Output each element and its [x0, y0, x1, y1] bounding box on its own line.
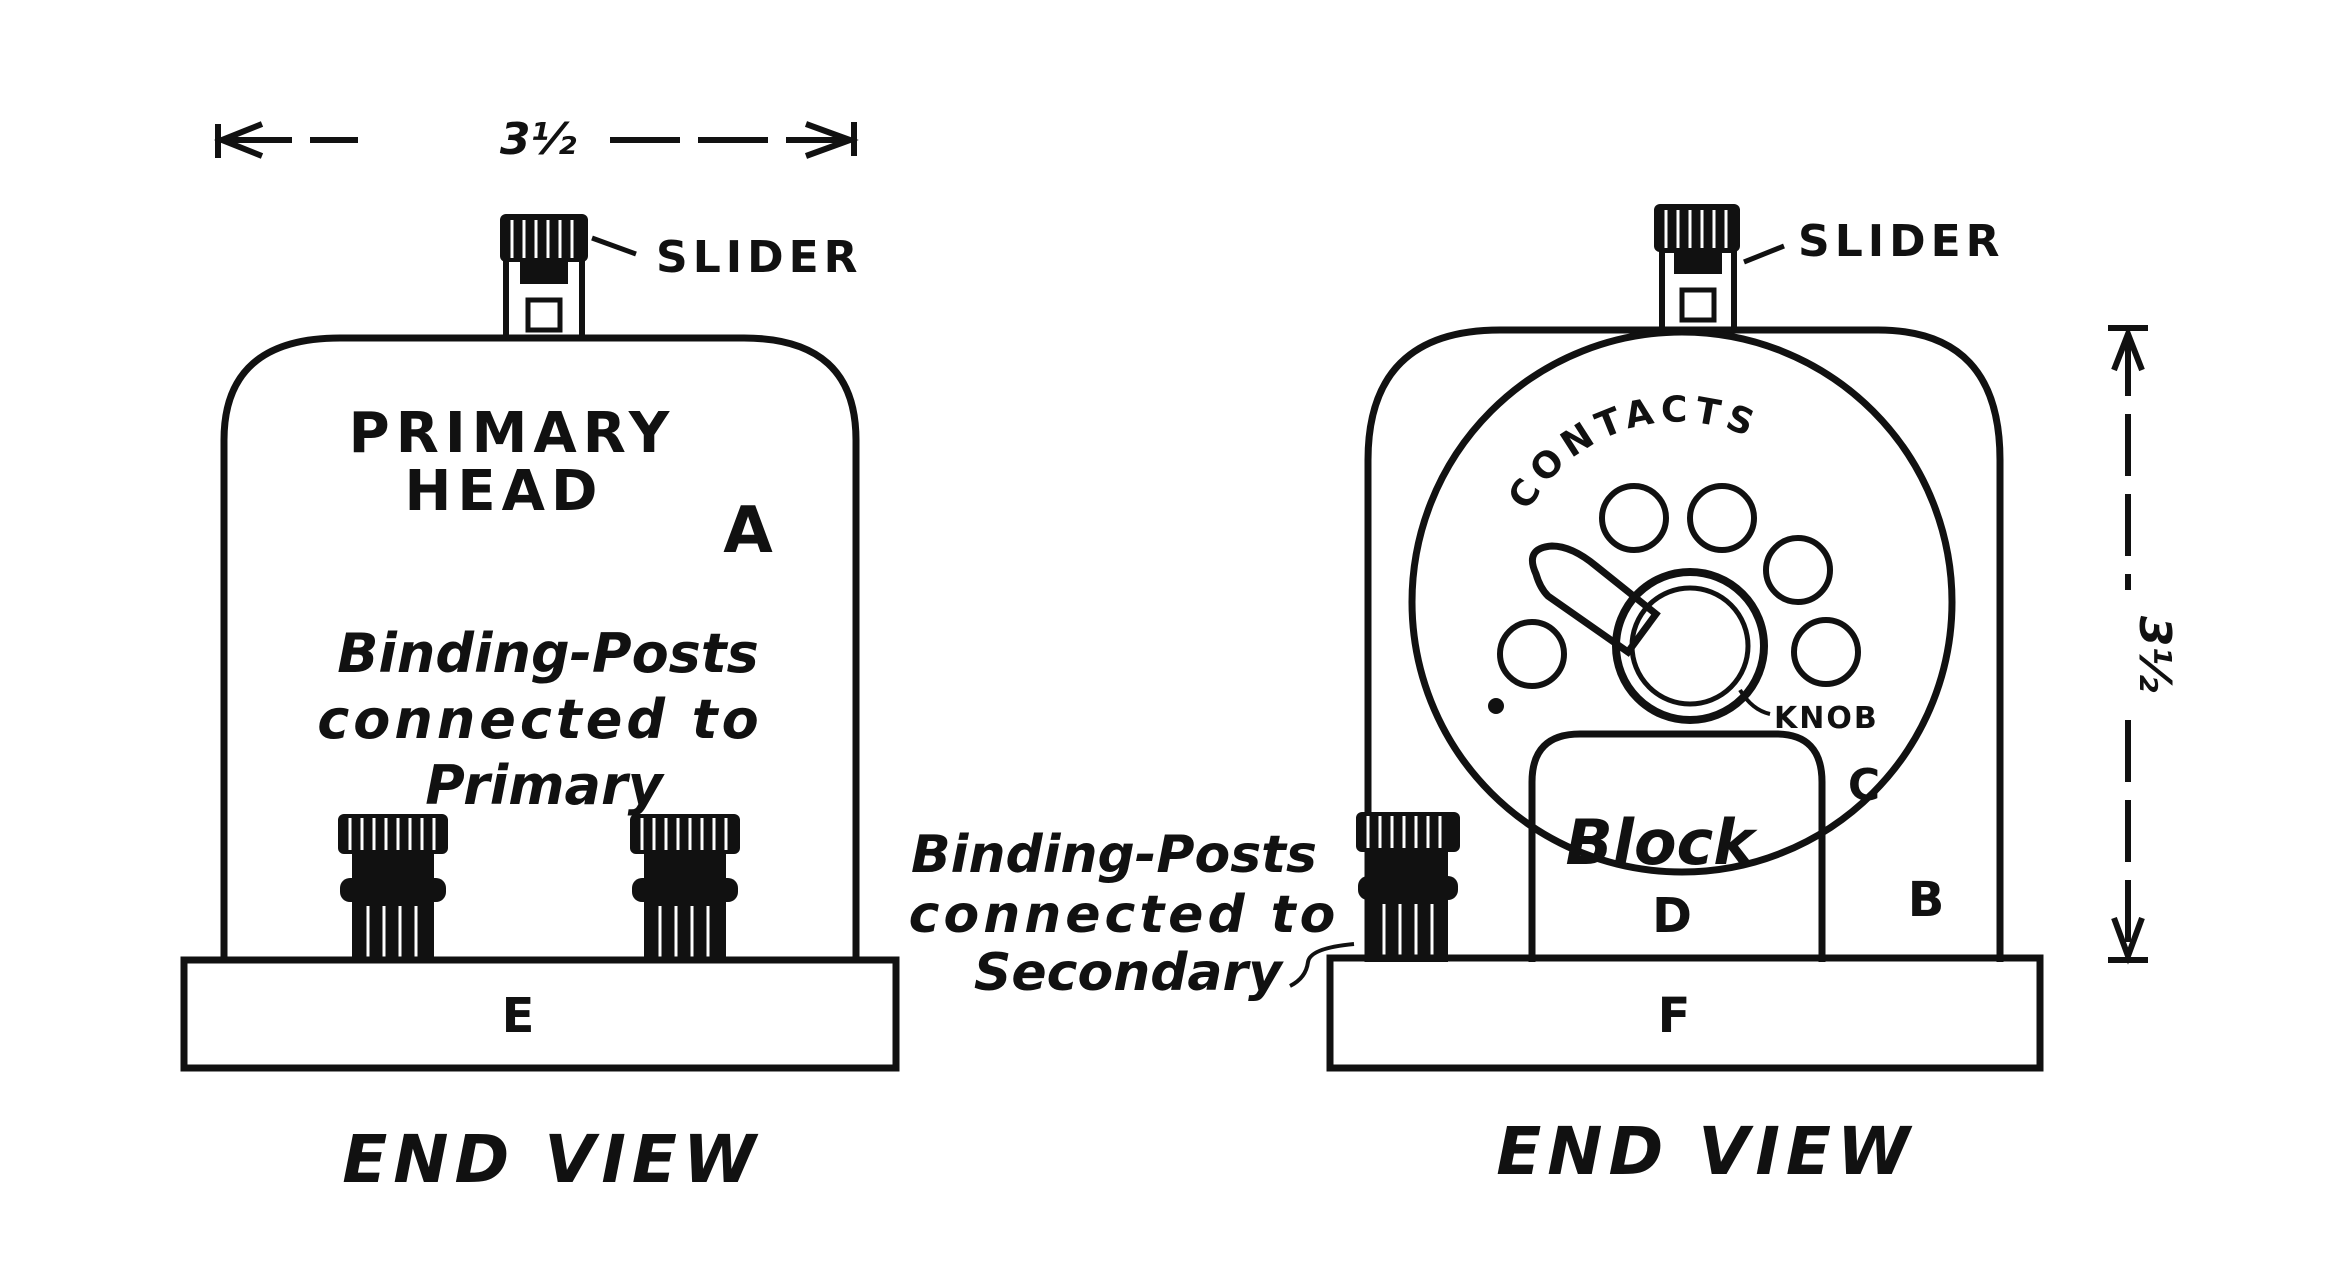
primary-head-letter: A	[723, 494, 773, 568]
disc-letter: C	[1848, 760, 1880, 811]
secondary-note-line1: Binding-Posts	[911, 825, 1317, 885]
block-d	[1528, 730, 1826, 962]
contact-studs	[1497, 483, 1861, 689]
right-slider-label: SLIDER	[1798, 216, 2005, 267]
switch-arm	[1529, 542, 1661, 657]
knob-leader	[1738, 688, 1771, 716]
right-caption: END VIEW	[1496, 1113, 1916, 1190]
contact-stud	[1687, 483, 1757, 553]
secondary-note-line2: connected to	[909, 885, 1340, 945]
base-f-letter: F	[1658, 988, 1691, 1044]
contacts-label: CONTACTS	[1501, 390, 1765, 517]
contact-stud	[1791, 617, 1861, 687]
primary-head-title-line1: PRIMARY	[349, 401, 676, 466]
right-end-view: SLIDER CONTACTS KNOB C	[909, 204, 2180, 1190]
left-width-dimension-label: 3½	[500, 114, 577, 165]
secondary-binding-post	[1356, 812, 1460, 962]
left-width-dimension	[213, 121, 859, 159]
primary-binding-post-left	[338, 814, 448, 962]
stop-pin	[1488, 698, 1504, 714]
primary-head-body	[220, 334, 860, 962]
secondary-note-line3: Secondary	[974, 943, 1284, 1003]
right-height-dimension	[2108, 325, 2148, 965]
primary-note-line2: connected to	[317, 688, 762, 751]
left-end-view: 3½ SLIDER PRIMARY HEAD A Binding-Posts c…	[180, 114, 900, 1198]
primary-note-line1: Binding-Posts	[337, 622, 759, 685]
right-slider-leader	[1743, 243, 1785, 265]
secondary-note-leader	[1289, 942, 1355, 988]
contact-stud	[1763, 535, 1833, 605]
base-f	[1326, 954, 2044, 1072]
block-letter: D	[1652, 888, 1692, 944]
right-slider	[1654, 204, 1740, 333]
knob	[1612, 568, 1768, 724]
left-slider-label: SLIDER	[656, 232, 863, 283]
primary-note-line3: Primary	[425, 754, 665, 817]
base-e-letter: E	[502, 988, 535, 1044]
base-e	[180, 956, 900, 1072]
contacts-disc	[1408, 328, 1956, 876]
knob-label: KNOB	[1774, 701, 1879, 736]
secondary-letter: B	[1908, 872, 1945, 928]
left-slider	[500, 214, 588, 341]
left-slider-leader	[591, 235, 637, 257]
primary-binding-post-right	[630, 814, 740, 962]
primary-head-title-line2: HEAD	[405, 459, 604, 524]
left-caption: END VIEW	[342, 1121, 762, 1198]
right-height-dimension-label: 3½	[2129, 616, 2180, 693]
block-label: Block	[1565, 806, 1758, 879]
contact-stud	[1497, 619, 1567, 689]
contact-stud	[1599, 483, 1669, 553]
